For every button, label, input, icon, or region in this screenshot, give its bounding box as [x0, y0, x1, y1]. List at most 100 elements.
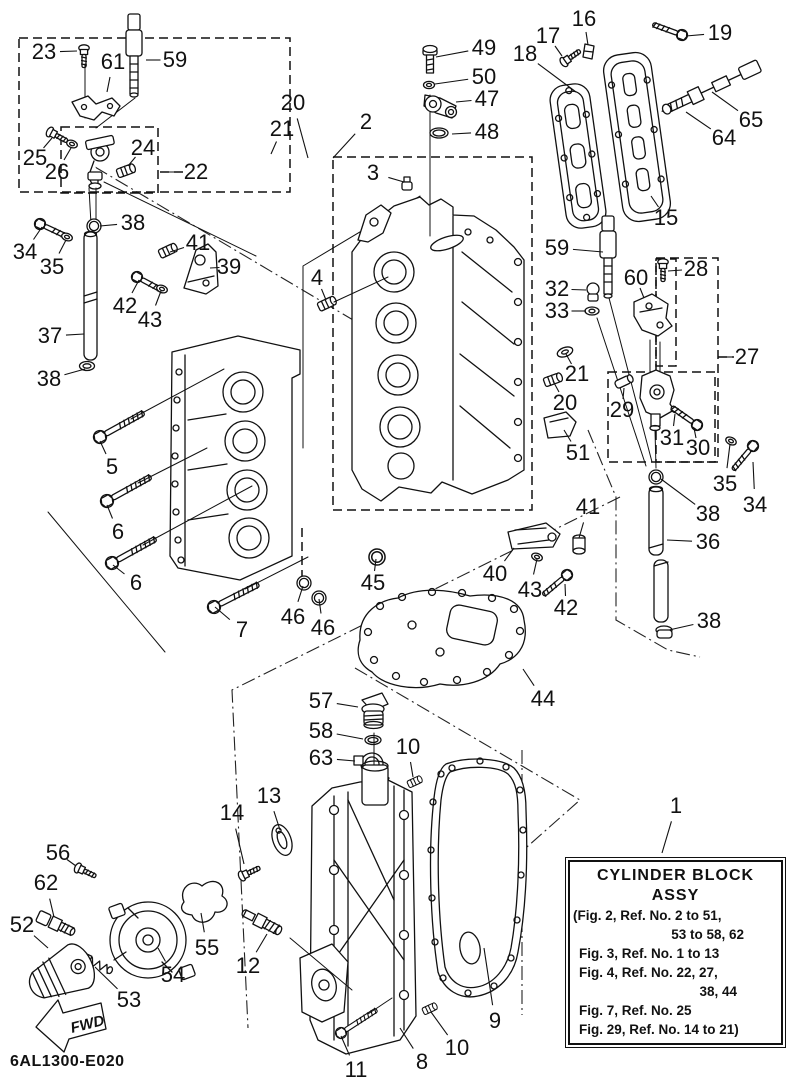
callout-60[interactable]: 60: [623, 265, 649, 290]
callout-11[interactable]: 11: [344, 1057, 368, 1082]
callout-65[interactable]: 65: [738, 107, 764, 132]
callout-18[interactable]: 18: [512, 41, 538, 66]
callout-3[interactable]: 3: [366, 160, 380, 185]
callout-53[interactable]: 53: [116, 987, 142, 1012]
callout-35[interactable]: 35: [712, 471, 738, 496]
callout-12[interactable]: 12: [235, 953, 261, 978]
callout-6[interactable]: 6: [111, 519, 125, 544]
leader-line: [388, 176, 405, 183]
info-subtitle: ASSY: [651, 887, 700, 904]
callout-47[interactable]: 47: [474, 86, 500, 111]
leader-line: [565, 353, 572, 365]
callout-21[interactable]: 21: [269, 116, 295, 141]
callout-1[interactable]: 1: [669, 793, 683, 818]
callout-52[interactable]: 52: [9, 912, 35, 937]
callout-34[interactable]: 34: [742, 492, 768, 517]
callout-45[interactable]: 45: [360, 570, 386, 595]
callout-54[interactable]: 54: [160, 962, 186, 987]
callout-26[interactable]: 26: [44, 159, 70, 184]
leader-line: [99, 440, 107, 455]
callout-34[interactable]: 34: [12, 239, 38, 264]
callout-64[interactable]: 64: [711, 125, 737, 150]
callout-23[interactable]: 23: [31, 39, 57, 64]
cover-foot: [299, 943, 349, 1023]
callout-44[interactable]: 44: [530, 686, 556, 711]
callout-41[interactable]: 41: [575, 494, 601, 519]
callout-46[interactable]: 46: [280, 604, 306, 629]
callout-38[interactable]: 38: [695, 501, 721, 526]
callout-32[interactable]: 32: [544, 276, 570, 301]
callout-39[interactable]: 39: [216, 254, 242, 279]
leader-line: [685, 111, 712, 130]
callout-10[interactable]: 10: [444, 1035, 470, 1060]
leader-line: [66, 859, 77, 867]
callout-20[interactable]: 20: [552, 390, 578, 415]
callout-57[interactable]: 57: [308, 688, 334, 713]
callout-16[interactable]: 16: [571, 6, 597, 31]
callout-10[interactable]: 10: [395, 734, 421, 759]
callout-40[interactable]: 40: [482, 561, 508, 586]
callout-9[interactable]: 9: [488, 1008, 502, 1033]
callout-43[interactable]: 43: [137, 307, 163, 332]
callout-30[interactable]: 30: [685, 435, 711, 460]
callout-2[interactable]: 2: [359, 109, 373, 134]
leader-line: [33, 935, 49, 949]
callout-6[interactable]: 6: [129, 570, 143, 595]
callout-17[interactable]: 17: [535, 23, 561, 48]
leader-line: [157, 947, 166, 962]
callout-38[interactable]: 38: [120, 210, 146, 235]
callout-27[interactable]: 27: [734, 344, 760, 369]
callout-7[interactable]: 7: [235, 617, 249, 642]
callout-50[interactable]: 50: [471, 64, 497, 89]
callout-20[interactable]: 20: [280, 90, 306, 115]
callout-31[interactable]: 31: [659, 425, 685, 450]
callout-42[interactable]: 42: [553, 595, 579, 620]
leader-line: [409, 761, 414, 778]
leader-line: [685, 33, 705, 37]
callout-63[interactable]: 63: [308, 745, 334, 770]
callout-42[interactable]: 42: [112, 293, 138, 318]
callout-33[interactable]: 33: [544, 298, 570, 323]
callout-25[interactable]: 25: [22, 145, 48, 170]
callout-35[interactable]: 35: [39, 254, 65, 279]
callout-55[interactable]: 55: [194, 935, 220, 960]
callout-46[interactable]: 46: [310, 615, 336, 640]
callout-29[interactable]: 29: [609, 397, 635, 422]
callout-19[interactable]: 19: [707, 20, 733, 45]
leader-line: [58, 239, 67, 254]
callout-58[interactable]: 58: [308, 718, 334, 743]
callout-36[interactable]: 36: [695, 529, 721, 554]
leader-line: [666, 539, 693, 542]
sensor-64-65: [661, 59, 762, 115]
callout-56[interactable]: 56: [45, 840, 71, 865]
leader-lines: [33, 31, 755, 1056]
callout-37[interactable]: 37: [37, 323, 63, 348]
callout-13[interactable]: 13: [256, 783, 282, 808]
anode-group: [422, 44, 458, 237]
callout-51[interactable]: 51: [565, 440, 591, 465]
callout-41[interactable]: 41: [185, 230, 211, 255]
callout-48[interactable]: 48: [474, 119, 500, 144]
callout-5[interactable]: 5: [105, 454, 119, 479]
leader-line: [572, 248, 604, 253]
callout-22[interactable]: 22: [183, 159, 209, 184]
callout-59[interactable]: 59: [162, 47, 188, 72]
callout-14[interactable]: 14: [219, 800, 245, 825]
info-line: Fig. 7, Ref. No. 25: [579, 1003, 692, 1018]
callout-28[interactable]: 28: [683, 256, 709, 281]
callout-21[interactable]: 21: [564, 361, 590, 386]
callout-61[interactable]: 61: [100, 49, 126, 74]
callout-24[interactable]: 24: [130, 135, 156, 160]
callout-38[interactable]: 38: [36, 366, 62, 391]
oil-filter-52: [28, 943, 95, 999]
callout-38[interactable]: 38: [696, 608, 722, 633]
callout-4[interactable]: 4: [310, 265, 324, 290]
callout-43[interactable]: 43: [517, 577, 543, 602]
callout-15[interactable]: 15: [653, 205, 679, 230]
callout-59[interactable]: 59: [544, 235, 570, 260]
callout-62[interactable]: 62: [33, 870, 59, 895]
callout-8[interactable]: 8: [415, 1049, 429, 1074]
callout-49[interactable]: 49: [471, 35, 497, 60]
leader-line: [131, 279, 140, 294]
